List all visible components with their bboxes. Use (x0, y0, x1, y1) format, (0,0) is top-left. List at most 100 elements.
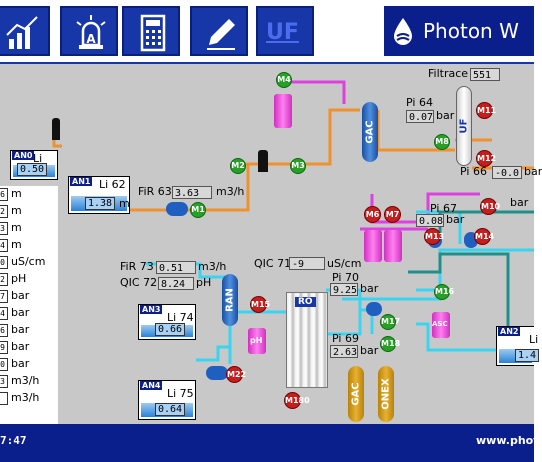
filtrace-value[interactable]: 551 (470, 68, 500, 81)
motor-m3[interactable]: M3 (290, 158, 306, 174)
motor-m2[interactable]: M2 (230, 158, 246, 174)
dosing-tank-asc[interactable]: ASC (432, 312, 450, 338)
tank-li74-level: 0.66 (155, 323, 186, 336)
water-drop-logo-icon (394, 18, 412, 45)
motor-m6[interactable]: M6 (364, 206, 381, 223)
nav-uf-button[interactable]: UF (256, 6, 314, 56)
vessel-uf[interactable]: UF (456, 86, 472, 166)
pump-m22[interactable] (206, 366, 228, 380)
process-diagram: AN0 Li 61 0.50 AN1 Li 62 1.38 m AN3 Li 7… (0, 62, 542, 426)
nav-edit-button[interactable] (190, 6, 248, 56)
motor-m11[interactable]: M11 (476, 102, 496, 119)
pi66-unit: bar (524, 165, 542, 178)
tank-li75[interactable]: AN4 Li 75 0.64 (138, 380, 196, 420)
pi69-unit: bar (360, 344, 379, 357)
clock-time: 7:47 (0, 434, 27, 447)
dosing-ph-label: pH (250, 336, 263, 345)
tank-li75-tag: AN4 (140, 381, 163, 390)
tank-li62-unit: m (119, 197, 130, 210)
status-footer: 7:47 www.phot (0, 424, 538, 462)
legend-row: m3/h (0, 390, 58, 405)
qic72-label: QIC 72 (120, 276, 158, 289)
qic72-value[interactable]: 8.24 (158, 277, 194, 290)
vessel-gac-2[interactable]: GAC (348, 366, 364, 422)
qic72-unit: pH (196, 276, 212, 289)
nav-trends-button[interactable] (0, 6, 50, 56)
ro-membranes[interactable]: RO (286, 292, 328, 388)
vessel-uf-label: UF (458, 118, 470, 134)
fir73-value[interactable]: 0.51 (156, 261, 196, 274)
nav-calculator-button[interactable] (122, 6, 180, 56)
bar-chart-icon (6, 16, 38, 49)
tank-li61[interactable]: AN0 Li 61 0.50 (10, 150, 58, 180)
motor-m16[interactable]: M16 (434, 284, 454, 300)
tank-li74-tag: AN3 (140, 305, 163, 314)
fir73-label: FiR 73 (120, 260, 154, 273)
pi64-value[interactable]: 0.07 (406, 110, 434, 123)
pi67-unit: bar (446, 213, 465, 226)
tank-li-an2[interactable]: AN2 Li 1.4 (496, 326, 540, 366)
valve-center[interactable] (258, 150, 268, 172)
tank-li61-tag: AN0 (12, 151, 35, 160)
pi67-value[interactable]: 0.08 (416, 214, 444, 227)
dosing-tank-ph[interactable]: pH (248, 328, 266, 354)
qic71-label: QIC 71 (254, 257, 292, 270)
tank-li62-tag: AN1 (70, 177, 93, 186)
vessel-gac-1[interactable]: GAC (362, 102, 378, 162)
pump-m1[interactable] (166, 202, 188, 216)
motor-m13[interactable]: M13 (424, 228, 444, 245)
pi70-label: Pi 70 (332, 271, 359, 284)
vessel-onex[interactable]: ONEX (378, 366, 394, 422)
vessel-ran[interactable]: RAN (222, 274, 238, 326)
vessel-gac-2-label: GAC (350, 382, 362, 406)
fir63-value[interactable]: 3.63 (172, 186, 212, 199)
motor-m18[interactable]: M18 (380, 336, 400, 352)
pi69-value[interactable]: 2.63 (330, 345, 358, 358)
website-link[interactable]: www.phot (476, 434, 539, 447)
pi70-value[interactable]: 9.25 (330, 283, 358, 296)
motor-m22[interactable]: M22 (226, 366, 246, 383)
vessel-onex-label: ONEX (380, 378, 392, 410)
pi64-unit: bar (436, 109, 455, 122)
ro-label: RO (295, 297, 316, 307)
motor-m8[interactable]: M8 (434, 134, 450, 150)
brand-banner: Photon W (384, 6, 534, 56)
tank-li62-name: Li 62 (99, 178, 126, 191)
dosing-asc-label: ASC (432, 320, 448, 328)
pump-m17[interactable] (366, 302, 382, 316)
qic71-value[interactable]: -9 (289, 257, 325, 270)
tank-li-an2-tag: AN2 (498, 327, 521, 336)
dosing-tank-m6[interactable] (364, 230, 382, 262)
fir73-unit: m3/h (198, 260, 227, 273)
motor-m12[interactable]: M12 (476, 150, 496, 167)
motor-m15[interactable]: M15 (250, 296, 270, 313)
nav-alarms-button[interactable]: A (60, 6, 118, 56)
dosing-tank-m7[interactable] (384, 230, 402, 262)
motor-m1[interactable]: M1 (190, 202, 206, 218)
bar-right-unit: bar (510, 196, 529, 209)
valve-top-left[interactable] (52, 118, 60, 140)
motor-m17[interactable]: M17 (380, 314, 400, 330)
tank-li62[interactable]: AN1 Li 62 1.38 m (68, 176, 130, 214)
tank-li74[interactable]: AN3 Li 74 0.66 (138, 304, 196, 340)
motor-m4[interactable]: M4 (276, 72, 292, 88)
alarm-beacon-icon: A (76, 15, 106, 49)
pi66-value[interactable]: -0.0 (492, 166, 522, 179)
tank-li62-level: 1.38 (85, 197, 116, 210)
motor-m7[interactable]: M7 (384, 206, 401, 223)
dosing-tank-top[interactable] (274, 94, 292, 128)
motor-m14[interactable]: M14 (474, 228, 494, 245)
motor-m10[interactable]: M10 (480, 198, 500, 215)
tank-li-an2-name: Li (529, 333, 539, 346)
fir63-unit: m3/h (216, 185, 245, 198)
motor-m180[interactable]: M180 (284, 392, 310, 409)
tank-li74-name: Li 74 (167, 311, 194, 324)
